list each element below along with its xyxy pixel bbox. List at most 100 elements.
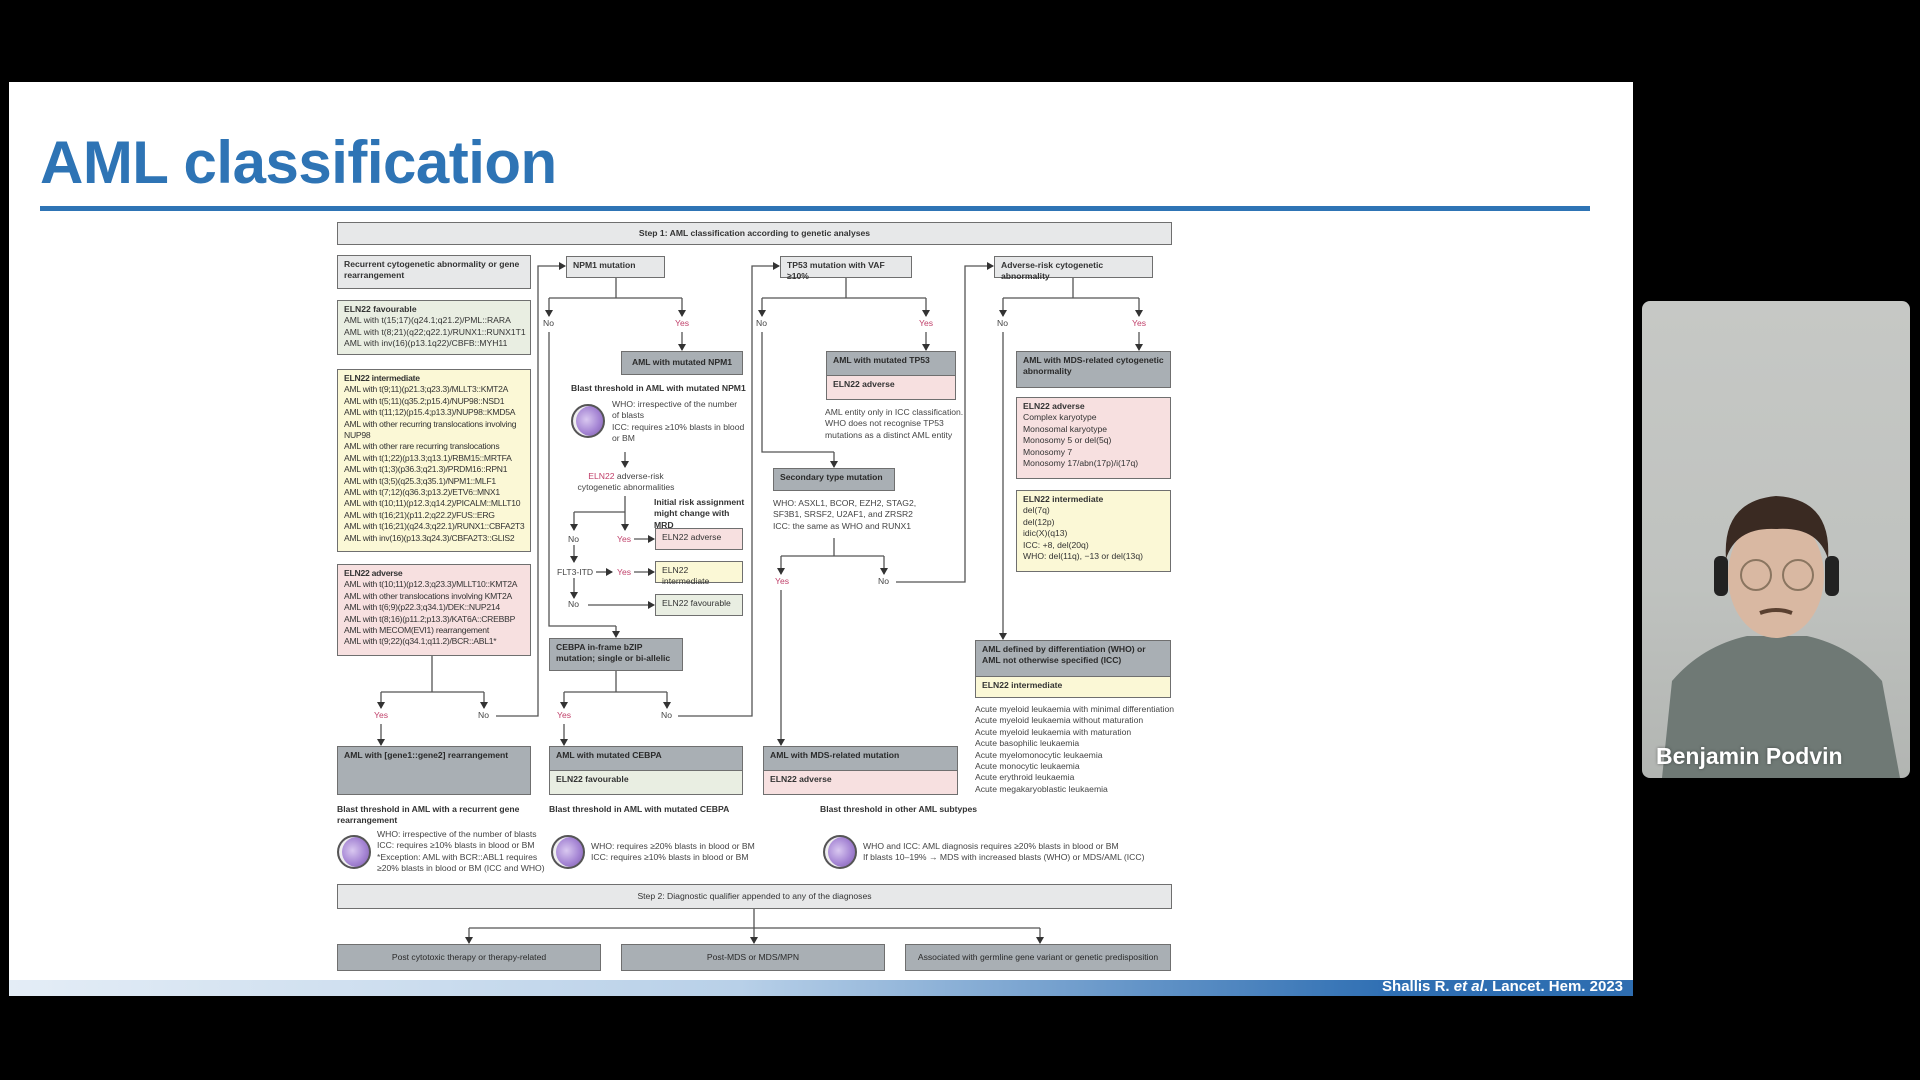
list-item: Acute myelomonocytic leukaemia <box>975 749 1103 760</box>
list-item: WHO: ASXL1, BCOR, EZH2, STAG2, <box>773 498 917 508</box>
list-item: AML with t(7;12)(q36.3;p13.2)/ETV6::MNX1 <box>344 487 500 498</box>
list-item: AML with MECOM(EVI1) rearrangement <box>344 625 489 636</box>
col2-yes-label: Yes <box>675 318 690 328</box>
list-item: ≥20% blasts in blood or BM (ICC and WHO) <box>377 863 545 874</box>
list-item: Monosomal karyotype <box>1023 423 1108 434</box>
step2-header: Step 2: Diagnostic qualifier appended to… <box>337 884 1172 909</box>
list-item: Monosomy 7 <box>1023 446 1073 457</box>
qualifier-therapy-related: Post cytotoxic therapy or therapy-relate… <box>337 944 601 971</box>
col1-intermediate-list: AML with t(9;11)(p21.3;q23.3)/MLLT3::KMT… <box>344 384 525 544</box>
col4-diff-risk: ELN22 intermediate <box>975 676 1171 698</box>
col1-favourable-title: ELN22 favourable <box>344 304 417 314</box>
list-item: WHO: irrespective of the number <box>612 399 738 409</box>
list-item: Acute myeloid leukaemia with maturation <box>975 726 1132 737</box>
col2-blast-title: Blast threshold in AML with mutated NPM1 <box>571 383 746 393</box>
list-item: AML with t(16;21)(p11.2;q22.2)/FUS::ERG <box>344 509 495 520</box>
list-item: Acute megakaryoblastic leukaemia <box>975 783 1108 794</box>
list-item: *Exception: AML with BCR::ABL1 requires <box>377 851 538 862</box>
webcam-tile[interactable]: Benjamin Podvin <box>1642 301 1910 778</box>
col3-secondary-no: No <box>878 576 889 586</box>
step1-header: Step 1: AML classification according to … <box>337 222 1172 245</box>
list-item: WHO: irrespective of the number of blast… <box>377 829 537 839</box>
col1-header: Recurrent cytogenetic abnormality or gen… <box>337 255 531 289</box>
title-divider <box>40 206 1590 211</box>
col2-eln-no: No <box>568 534 579 544</box>
list-item: del(12p) <box>1023 516 1055 527</box>
list-item: mutations as a distinct AML entity <box>825 429 953 440</box>
col4-result-box: AML with MDS-related cytogenetic abnorma… <box>1016 351 1171 388</box>
list-item: AML with other rare recurring translocat… <box>344 441 500 452</box>
list-item: AML with t(1;3)(p36.3;q21.3)/PRDM16::RPN… <box>344 464 508 475</box>
list-item: AML with t(1;22)(p13.3;q13.1)/RBM15::MRT… <box>344 452 512 463</box>
list-item: ICC: requires ≥10% blasts in blood or BM <box>377 840 535 851</box>
slide-footer: Shallis R. et al. Lancet. Hem. 2023 <box>9 978 1633 996</box>
list-item: AML with t(8;16)(p11.2;p13.3)/KAT6A::CRE… <box>344 613 516 624</box>
col1-adverse-title: ELN22 adverse <box>344 568 403 578</box>
list-item: WHO does not recognise TP53 <box>825 418 944 429</box>
list-item: AML with t(10;11)(p12.3;q14.2)/PICALM::M… <box>344 498 521 509</box>
col2-eln-adverse-question: ELN22 adverse-risk cytogenetic abnormali… <box>567 471 685 494</box>
list-item: Acute basophilic leukaemia <box>975 738 1080 749</box>
citation-etal: et al <box>1453 978 1484 995</box>
col3-no-label: No <box>756 318 767 328</box>
col2-header: NPM1 mutation <box>566 256 665 278</box>
blast-cell-icon <box>571 404 605 438</box>
blast-cell-icon <box>823 835 857 869</box>
col4-header: Adverse-risk cytogenetic abnormality <box>994 256 1153 281</box>
list-item: Acute myeloid leukaemia without maturati… <box>975 715 1144 726</box>
col1-blast-lines: WHO: irrespective of the number of blast… <box>377 829 545 875</box>
col3-header: TP53 mutation with VAF ≥10% <box>780 256 912 281</box>
col4-diff-list: Acute myeloid leukaemia with minimal dif… <box>975 704 1174 795</box>
col3-mds-risk: ELN22 adverse <box>763 770 958 795</box>
col2-risk-intermediate: ELN22 intermediate <box>655 561 743 586</box>
list-item: AML with t(16;21)(q24.3;q22.1)/RUNX1::CB… <box>344 521 525 532</box>
col1-adverse-list: AML with t(10;11)(p12.3;q23.3)/MLLT10::K… <box>344 579 524 647</box>
citation-journal: . Lancet. Hem. 2023 <box>1483 978 1623 995</box>
list-item: or BM <box>612 433 635 444</box>
col2-flt3-yes: Yes <box>617 567 632 577</box>
list-item: Acute monocytic leukaemia <box>975 761 1080 772</box>
list-item: AML with t(9;11)(p21.3;q23.3)/MLLT3::KMT… <box>344 384 509 395</box>
list-item: Complex karyotype <box>1023 412 1097 423</box>
list-item: AML with inv(16)(p13.1q22)/CBFB::MYH11 <box>344 338 508 349</box>
col1-blast-title: Blast threshold in AML with a recurrent … <box>337 804 520 826</box>
col2-flt3-label: FLT3-ITD <box>557 567 594 577</box>
col1-intermediate-title: ELN22 intermediate <box>344 373 420 383</box>
col2-risk-adverse: ELN22 adverse <box>655 528 743 550</box>
col1-adverse-box: ELN22 adverse AML with t(10;11)(p12.3;q2… <box>337 564 531 656</box>
list-item: ICC: +8, del(20q) <box>1023 539 1089 550</box>
list-item: AML with t(8;21)(q22;q22.1)/RUNX1::RUNX1… <box>344 326 526 337</box>
list-item: ICC: requires ≥10% blasts in blood or BM <box>591 852 749 863</box>
col1-no-label: No <box>478 710 489 720</box>
qualifier-post-mds: Post-MDS or MDS/MPN <box>621 944 885 971</box>
col2-cebpa-result: AML with mutated CEBPA <box>549 746 743 771</box>
col3-secondary-box: Secondary type mutation <box>773 468 895 491</box>
list-item: Monosomy 17/abn(17p)/i(17q) <box>1023 458 1139 469</box>
col1-intermediate-box: ELN22 intermediate AML with t(9;11)(p21.… <box>337 369 531 552</box>
col2-cebpa-risk: ELN22 favourable <box>549 770 743 795</box>
col3-secondary-lines: WHO: ASXL1, BCOR, EZH2, STAG2,SF3B1, SRS… <box>773 498 916 532</box>
col4-intermediate-list: del(7q)del(12p)idic(X)(q13)ICC: +8, del(… <box>1023 505 1164 562</box>
col4-yes-label: Yes <box>1132 318 1147 328</box>
list-item: AML entity only in ICC classification. <box>825 407 964 417</box>
list-item: WHO: requires ≥20% blasts in blood or BM <box>591 841 755 851</box>
citation: Shallis R. et al. Lancet. Hem. 2023 <box>1382 978 1623 995</box>
speaker-video-icon <box>1662 496 1900 778</box>
list-item: WHO: del(11q), −13 or del(13q) <box>1023 551 1143 562</box>
col2-cebpa-blast-title: Blast threshold in AML with mutated CEBP… <box>549 804 730 814</box>
citation-author: Shallis R. <box>1382 978 1454 995</box>
list-item: SF3B1, SRSF2, U2AF1, and ZRSR2 <box>773 509 913 520</box>
list-item: Acute erythroid leukaemia <box>975 772 1075 783</box>
list-item: AML with other recurring translocations … <box>344 418 517 429</box>
list-item: AML with t(15;17)(q24.1;q21.2)/PML::RARA <box>344 315 511 326</box>
eln22-prefix: ELN22 <box>588 471 615 481</box>
list-item: NUP98 <box>344 430 371 441</box>
col1-yes-label: Yes <box>374 710 389 720</box>
list-item: Acute myeloid leukaemia with minimal dif… <box>975 704 1175 714</box>
list-item: If blasts 10–19% → MDS with increased bl… <box>863 852 1145 863</box>
qualifier-germline: Associated with germline gene variant or… <box>905 944 1171 971</box>
col2-no-label: No <box>543 318 554 328</box>
col2-result-box: AML with mutated NPM1 <box>621 351 743 375</box>
